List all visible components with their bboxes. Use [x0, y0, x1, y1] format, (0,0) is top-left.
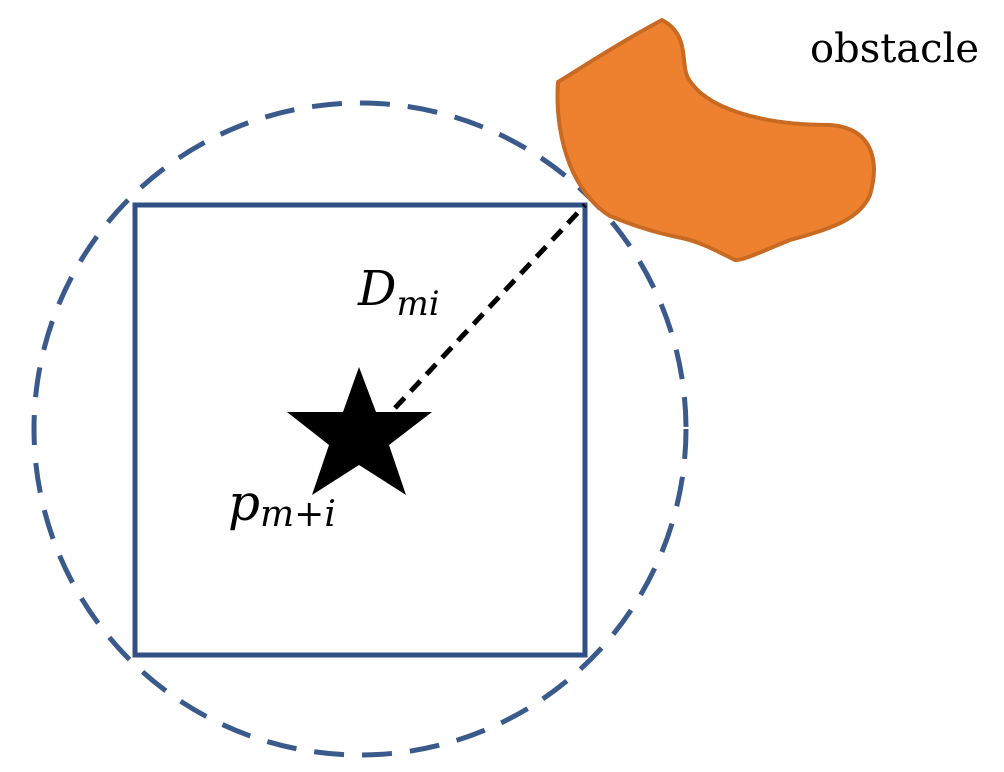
obstacle-shape: [555, 18, 876, 262]
obstacle-label: obstacle: [810, 26, 979, 72]
distance-line: [393, 203, 587, 410]
star-icon: [287, 367, 432, 495]
distance-label-sub: mi: [396, 284, 439, 324]
distance-label: Dmi: [357, 261, 440, 324]
dashed-circle: [31, 100, 689, 758]
square: [132, 202, 588, 658]
point-label-sub: m+i: [260, 494, 336, 535]
point-label: pm+i: [228, 474, 336, 535]
distance-label-main: D: [357, 261, 396, 317]
point-label-main: p: [228, 474, 260, 532]
